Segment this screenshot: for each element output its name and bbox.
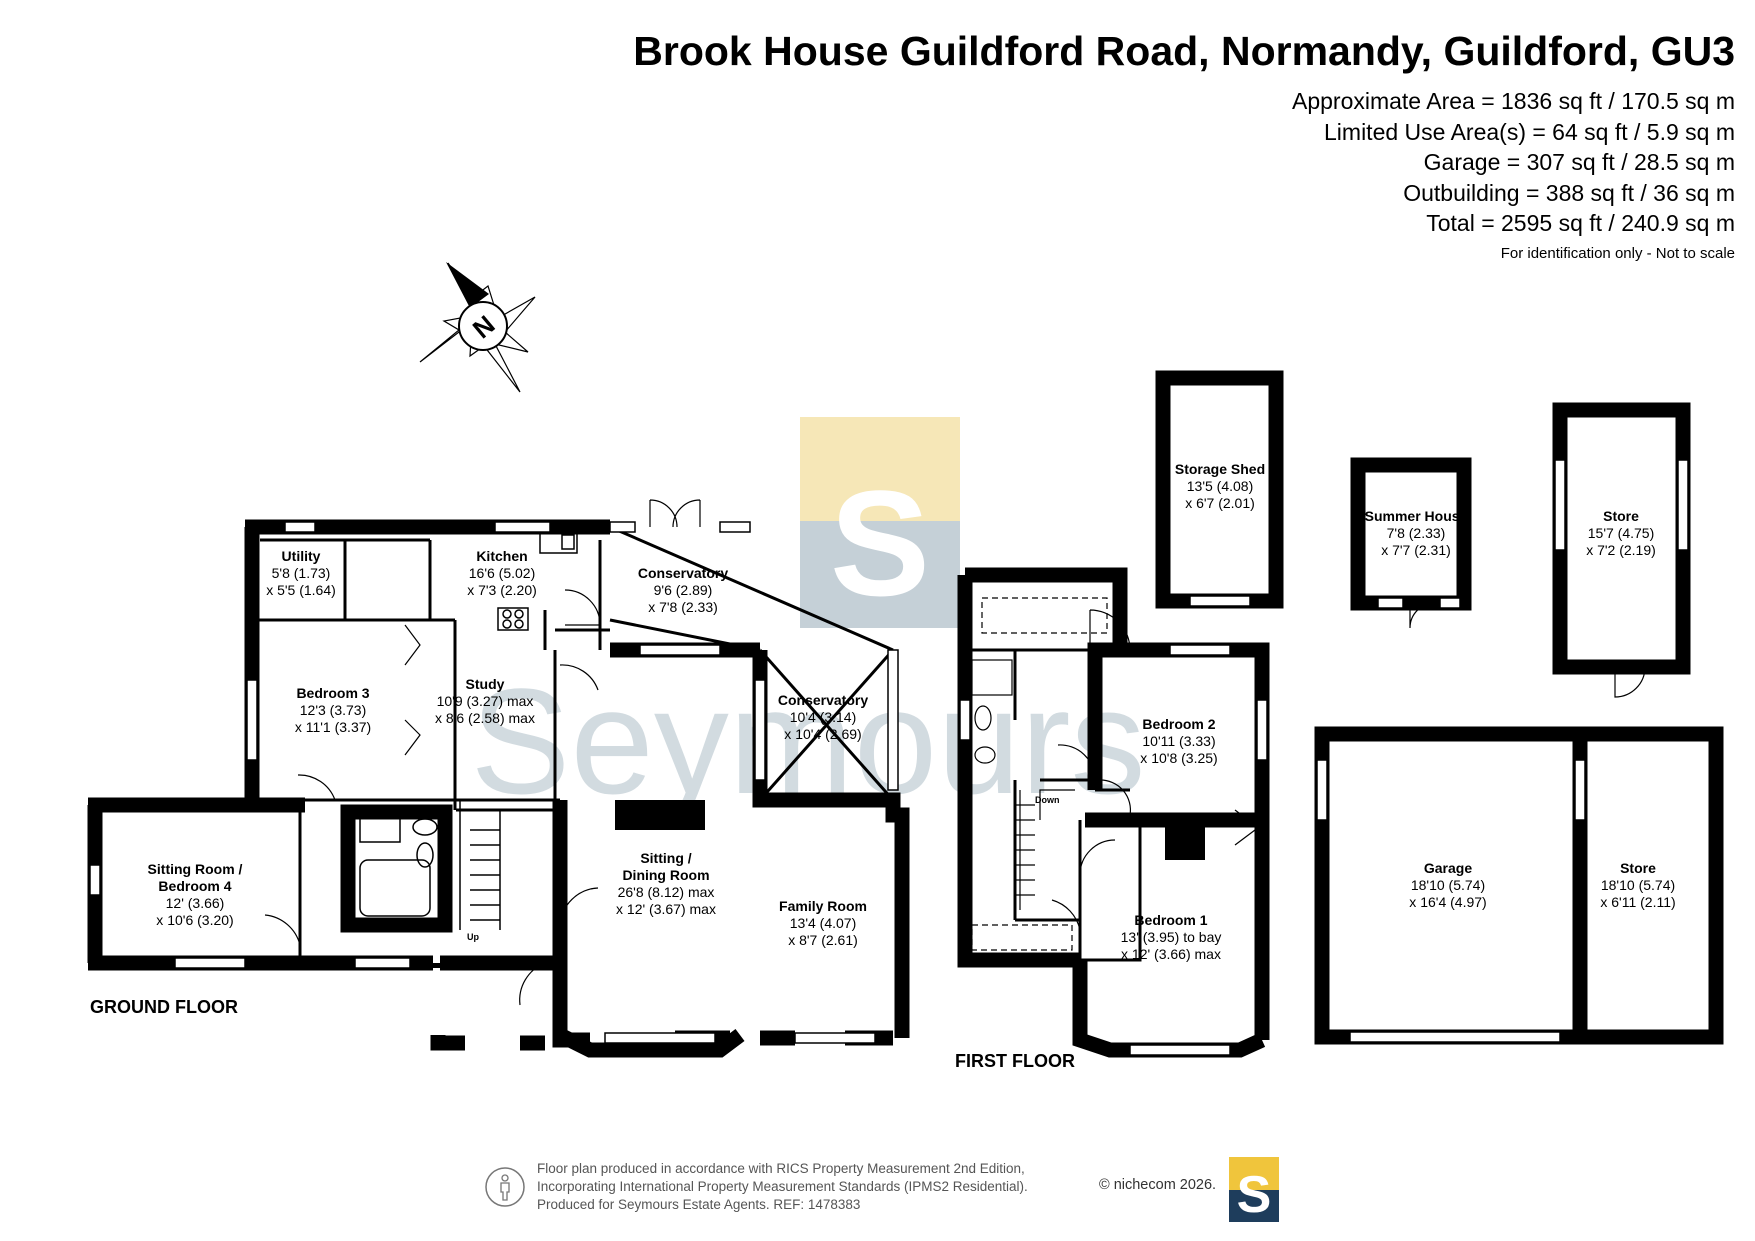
room-family: Family Room 13'4 (4.07) x 8'7 (2.61) (779, 898, 867, 948)
room-store-2: Store 18'10 (5.74) x 6'11 (2.11) (1600, 860, 1676, 910)
footer-line-2: Incorporating International Property Mea… (537, 1179, 1028, 1194)
north-compass-icon: N (419, 262, 536, 393)
kitchen-fittings (351, 532, 578, 930)
room-utility: Utility 5'8 (1.73) x 5'5 (1.64) (266, 548, 336, 598)
room-bedroom-2: Bedroom 2 10'11 (3.33) x 10'8 (3.25) (1140, 716, 1218, 766)
ground-floor-label: GROUND FLOOR (90, 997, 238, 1017)
limited-use-area: Limited Use Area(s) = 64 sq ft / 5.9 sq … (1324, 118, 1735, 145)
total-area: Total = 2595 sq ft / 240.9 sq m (1426, 210, 1735, 236)
ground-floor-inner (256, 525, 895, 970)
room-bedroom-3: Bedroom 3 12'3 (3.73) x 11'1 (3.37) (294, 685, 372, 735)
approximate-area: Approximate Area = 1836 sq ft / 170.5 sq… (1291, 88, 1735, 114)
scale-note: For identification only - Not to scale (1500, 244, 1735, 262)
seymours-logo: S (1229, 1157, 1279, 1222)
svg-text:S: S (830, 459, 930, 627)
room-store-1: Store 15'7 (4.75) x 7'2 (2.19) (1586, 508, 1656, 558)
room-garage: Garage 18'10 (5.74) x 16'4 (4.97) (1409, 860, 1487, 910)
room-kitchen: Kitchen 16'6 (5.02) x 7'3 (2.20) (467, 548, 537, 598)
room-sitting-bedroom-4: Sitting Room / Bedroom 4 12' (3.66) x 10… (147, 861, 243, 928)
room-conservatory-2: Conservatory 10'4 (3.14) x 10'4 (2.69) (777, 692, 869, 742)
seymours-watermark: S Seymours (470, 417, 1146, 825)
ground-floor-windows (89, 521, 899, 1044)
footer-line-1: Floor plan produced in accordance with R… (537, 1161, 1025, 1176)
room-conservatory-1: Conservatory 9'6 (2.89) x 7'8 (2.33) (637, 565, 729, 615)
ground-chimney (615, 800, 705, 830)
ground-bay (556, 1028, 745, 1058)
footer-line-3: Produced for Seymours Estate Agents. REF… (537, 1197, 861, 1212)
ground-floor-doors (264, 499, 701, 1006)
footer-text: Floor plan produced in accordance with R… (537, 1160, 1028, 1214)
room-summer-house: Summer House 7'8 (2.33) x 7'7 (2.31) (1364, 508, 1468, 558)
room-bedroom-1: Bedroom 1 13' (3.95) to bay x 12' (3.66)… (1120, 912, 1222, 962)
outbuilding-doors (1409, 602, 1646, 698)
stairs-down-label: Down (1035, 795, 1060, 805)
property-title: Brook House Guildford Road, Normandy, Gu… (633, 28, 1735, 74)
first-floor-windows (959, 644, 1268, 1056)
person-measure-icon (485, 1167, 525, 1207)
first-floor-fittings (971, 597, 1256, 951)
room-study: Study 10'9 (3.27) max x 8'6 (2.58) max (435, 676, 535, 726)
copyright: © nichecom 2026. (1099, 1177, 1217, 1193)
area-summary: Approximate Area = 1836 sq ft / 170.5 sq… (1292, 86, 1735, 265)
outbuilding-windows (1189, 459, 1689, 1043)
outbuilding-area: Outbuilding = 388 sq ft / 36 sq m (1403, 179, 1735, 206)
room-storage-shed: Storage Shed 13'5 (4.08) x 6'7 (2.01) (1174, 461, 1266, 511)
first-floor-label: FIRST FLOOR (955, 1051, 1075, 1071)
room-sitting-dining: Sitting / Dining Room 26'8 (8.12) max x … (616, 850, 716, 917)
first-chimney (1165, 822, 1205, 860)
stairs-up-label: Up (467, 932, 479, 942)
logo-letter: S (1237, 1166, 1272, 1222)
garage-area: Garage = 307 sq ft / 28.5 sq m (1423, 149, 1735, 175)
